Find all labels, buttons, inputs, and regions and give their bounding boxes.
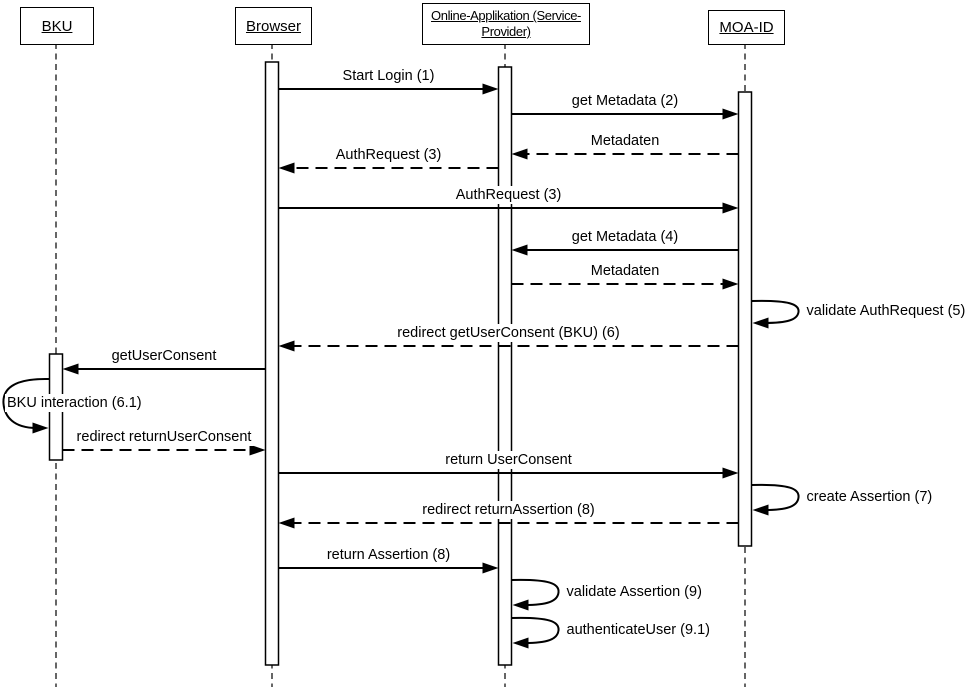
message-label: AuthRequest (3)	[333, 146, 444, 164]
message-label: validate Assertion (9)	[564, 582, 704, 601]
actor-label-browser: Browser	[245, 17, 301, 35]
message-arrowhead	[722, 278, 739, 290]
message-arrowhead	[32, 422, 49, 434]
message-arrowhead	[512, 637, 529, 649]
message-label: Metadaten	[588, 262, 662, 280]
message-arrowhead	[482, 83, 499, 95]
actor-box-bku: BKU	[20, 7, 94, 45]
self-message-arc	[511, 578, 560, 606]
actor-box-online-applikation: Online-Applikation (Service- Provider)	[422, 3, 590, 45]
message-arrowhead	[482, 562, 499, 574]
message-label: redirect returnUserConsent	[74, 428, 254, 446]
message-label: return UserConsent	[443, 451, 574, 469]
message-label: redirect getUserConsent (BKU) (6)	[395, 324, 622, 342]
message-arrowhead	[512, 599, 529, 611]
message-arrowhead	[62, 363, 79, 375]
self-message-arc	[751, 299, 800, 324]
activation-bar-oa	[497, 66, 513, 666]
activation-bar-moa-id	[737, 91, 753, 547]
message-arrowhead	[511, 244, 528, 256]
message-arrowhead	[722, 202, 739, 214]
message-arrowhead	[278, 517, 295, 529]
message-label: create Assertion (7)	[804, 487, 935, 506]
message-arrowhead	[722, 108, 739, 120]
message-label: redirect returnAssertion (8)	[420, 501, 597, 519]
message-arrowhead	[752, 317, 769, 329]
message-label: Start Login (1)	[340, 67, 437, 85]
message-label: get Metadata (4)	[569, 228, 681, 246]
actor-box-moa-id: MOA-ID	[708, 10, 785, 45]
self-message-arc	[751, 483, 800, 511]
message-label: validate AuthRequest (5)	[804, 302, 968, 320]
message-arrowhead	[278, 340, 295, 352]
message-arrows-group	[2, 83, 800, 649]
actor-label-online-applikation: Online-Applikation (Service- Provider)	[431, 8, 581, 39]
message-label: return Assertion (8)	[324, 546, 453, 564]
message-label: BKU interaction (6.1)	[5, 393, 144, 412]
message-label: get Metadata (2)	[569, 92, 681, 110]
actor-label-moa-id: MOA-ID	[719, 19, 774, 36]
message-label: getUserConsent	[109, 347, 219, 365]
message-arrowhead	[722, 467, 739, 479]
self-message-arc	[2, 377, 50, 429]
message-label: AuthRequest (3)	[453, 186, 564, 204]
message-label: Metadaten	[588, 132, 662, 150]
activation-bar-browser	[264, 61, 280, 666]
message-arrowhead	[511, 148, 528, 160]
message-arrowhead	[278, 162, 295, 174]
activation-bars-group	[48, 61, 753, 666]
actor-label-bku: BKU	[41, 17, 73, 35]
self-message-arc	[511, 616, 560, 644]
message-label: authenticateUser (9.1)	[564, 620, 712, 639]
message-arrowhead	[249, 444, 266, 456]
message-arrowhead	[752, 504, 769, 516]
actor-box-browser: Browser	[235, 7, 312, 45]
